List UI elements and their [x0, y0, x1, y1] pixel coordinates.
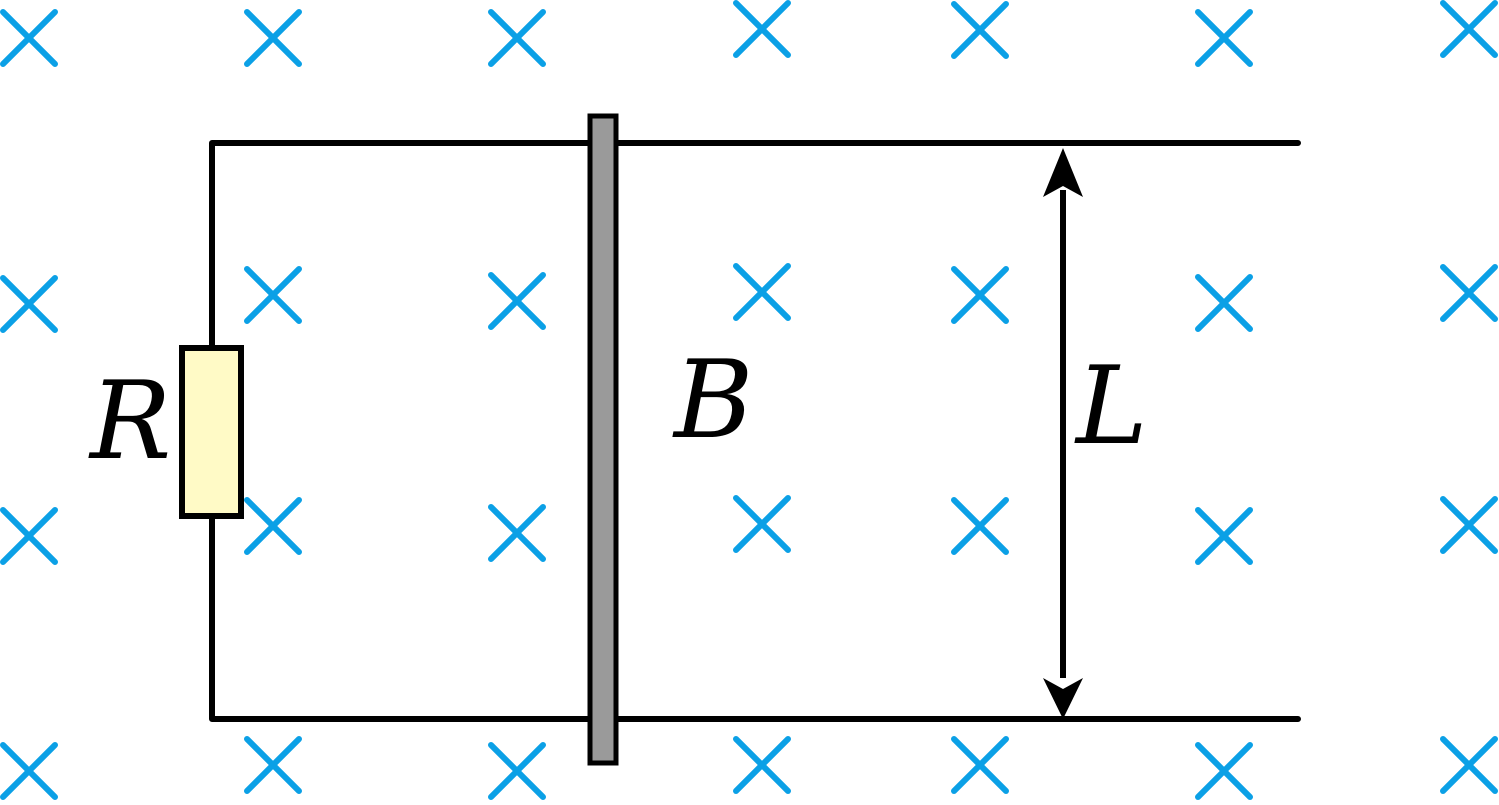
field-cross-icon: [0, 742, 58, 800]
field-cross-icon: [244, 266, 302, 324]
field-cross-icon: [1195, 742, 1253, 800]
arrow-up-icon: [1043, 148, 1083, 197]
field-cross-icon: [951, 266, 1009, 324]
arrow-down-icon: [1043, 678, 1083, 719]
field-cross-icon: [1440, 736, 1498, 794]
field-cross-icon: [951, 497, 1009, 555]
field-cross-icon: [951, 736, 1009, 794]
field-cross-icon: [1440, 0, 1498, 58]
field-cross-icon: [0, 507, 58, 565]
circuit-wires: [209, 140, 1301, 722]
field-cross-icon: [733, 736, 791, 794]
resistor-label: R: [88, 359, 171, 484]
field-cross-icon: [488, 742, 546, 800]
field-cross-icon: [488, 9, 546, 67]
field-cross-icon: [1195, 507, 1253, 565]
field-cross-icon: [0, 9, 58, 67]
field-cross-icon: [488, 504, 546, 562]
field-cross-icon: [733, 0, 791, 58]
field-cross-icon: [1440, 264, 1498, 322]
field-cross-icon: [244, 736, 302, 794]
field-label: B: [672, 338, 753, 463]
field-cross-icon: [733, 495, 791, 553]
field-cross-icon: [488, 272, 546, 330]
field-cross-icon: [1195, 9, 1253, 67]
lower-rail: [209, 513, 1301, 722]
length-label: L: [1074, 344, 1148, 469]
length-dimension-arrow: [1043, 148, 1083, 719]
field-cross-icon: [244, 497, 302, 555]
conducting-rod: [587, 113, 619, 766]
field-cross-icon: [244, 9, 302, 67]
field-cross-icon: [951, 1, 1009, 59]
field-cross-icon: [0, 275, 58, 333]
resistor: [179, 345, 244, 519]
field-cross-icon: [733, 263, 791, 321]
field-cross-icon: [1440, 496, 1498, 554]
field-cross-icon: [1195, 274, 1253, 332]
upper-rail: [209, 140, 1301, 351]
